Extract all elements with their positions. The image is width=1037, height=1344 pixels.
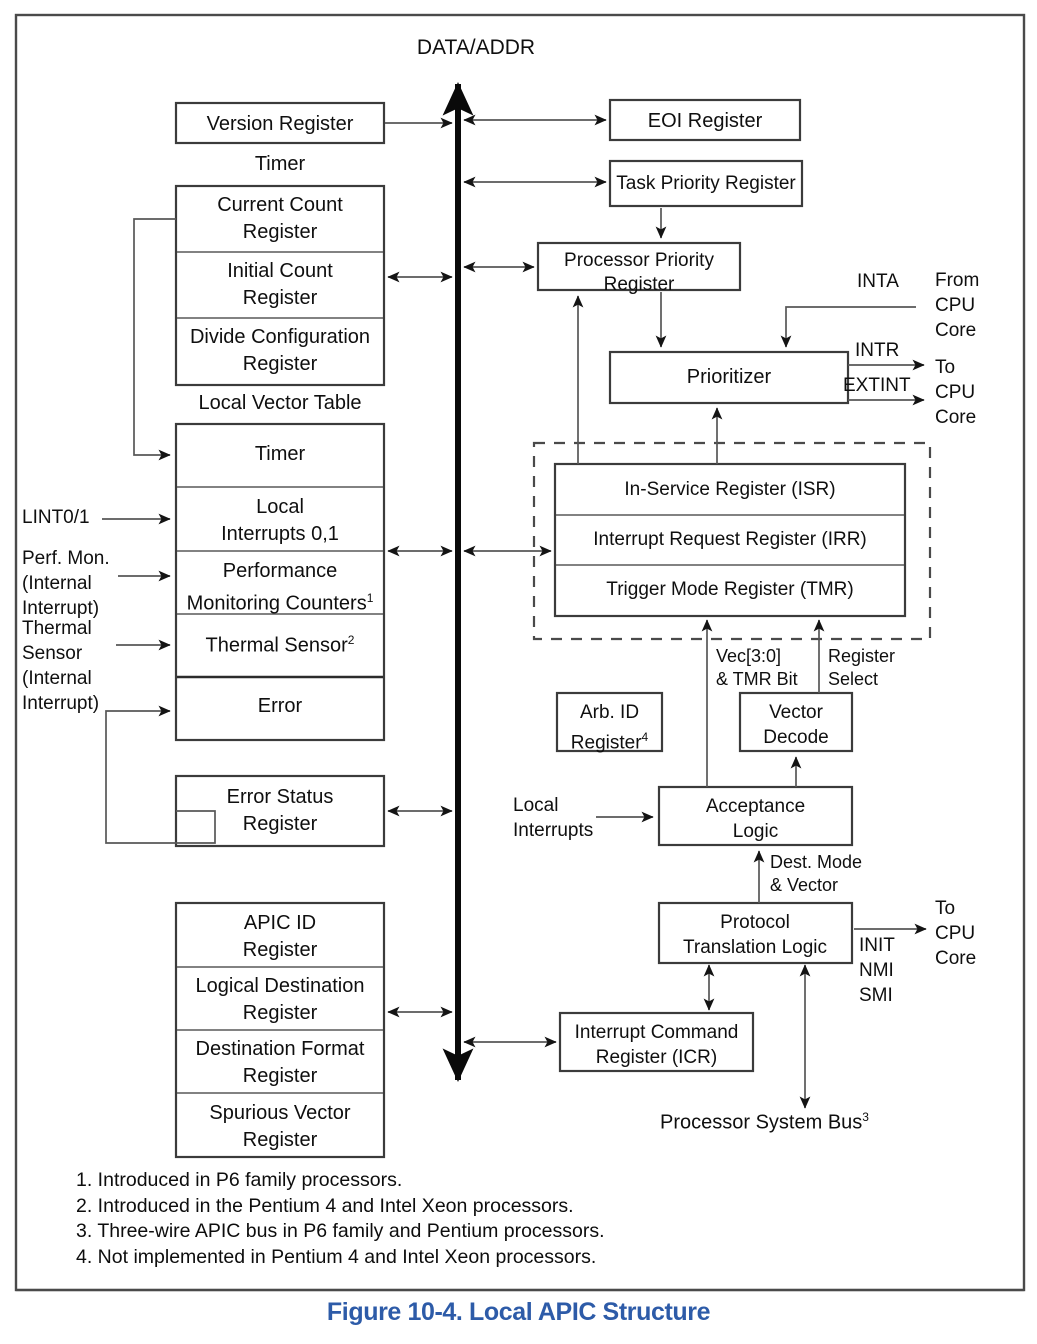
label-isr: In-Service Register (ISR) (624, 479, 836, 500)
footnote-item: 4. Not implemented in Pentium 4 and Inte… (76, 1245, 597, 1268)
label-from-cpu-core: From CPU Core (935, 270, 980, 341)
label-lvt-local-interrupts: Local Interrupts 0,1 (221, 496, 339, 545)
wire-error-feedback (105, 705, 216, 844)
label-lvt-timer: Timer (254, 443, 306, 465)
label-vec-tmr-bit: Vec[3:0] & TMR Bit (716, 646, 798, 689)
label-acceptance-logic: Acceptance Logic (705, 796, 806, 842)
wire-inta-input (780, 306, 916, 348)
label-spurious-vector-register: Spurious Vector Register (209, 1102, 351, 1151)
label-to-cpu-core-top: To CPU Core (935, 357, 977, 428)
label-lvt-thermal-sensor: Thermal Sensor2 (205, 633, 355, 657)
label-divide-configuration-register: Divide Configuration Register (189, 326, 371, 375)
label-destination-format-register: Destination Format Register (195, 1038, 365, 1087)
label-version-register: Version Register (206, 113, 354, 135)
footnote-item: 1. Introduced in P6 family processors. (76, 1169, 403, 1191)
label-dest-mode-vector: Dest. Mode & Vector (770, 852, 863, 895)
box-prioritizer (608, 350, 850, 405)
label-logical-destination-register: Logical Destination Register (195, 975, 365, 1024)
label-irr: Interrupt Request Register (IRR) (593, 529, 867, 550)
box-version-register (174, 101, 386, 145)
label-eoi-register: EOI Register (647, 110, 763, 132)
label-arb-id-register: Arb. ID Register4 (570, 702, 649, 754)
label-protocol-translation-logic: Protocol Translation Logic (683, 912, 827, 958)
box-isr-irr-tmr (553, 462, 907, 618)
label-thermal-sensor-input: Thermal Sensor (Internal Interrupt) (22, 618, 100, 714)
box-vector-decode (738, 691, 854, 753)
label-apic-id-register: APIC ID Register (242, 912, 318, 961)
label-task-priority-register: Task Priority Register (616, 173, 796, 194)
box-timer-group (174, 184, 386, 387)
box-icr (558, 1011, 755, 1073)
label-local-interrupts-input: Local Interrupts (513, 795, 594, 841)
label-vector-decode: Vector Decode (763, 702, 829, 748)
label-lvt-performance-monitoring: Performance Monitoring Counters1 (186, 560, 374, 615)
label-local-vector-table: Local Vector Table (198, 392, 362, 414)
label-lvt-error: Error (257, 695, 303, 717)
footnote-item: 3. Three-wire APIC bus in P6 family and … (76, 1220, 605, 1242)
superscript-2: 2 (347, 633, 355, 647)
label-timer-group: Timer (254, 153, 306, 175)
label-prioritizer: Prioritizer (686, 366, 772, 388)
label-lint01: LINT0/1 (22, 507, 90, 528)
superscript-3: 3 (862, 1110, 869, 1124)
label-inta: INTA (857, 271, 899, 292)
footnote-item: 2. Introduced in the Pentium 4 and Intel… (76, 1194, 574, 1217)
label-perf-mon-input: Perf. Mon. (Internal Interrupt) (22, 548, 110, 619)
label-to-cpu-core-bottom: To CPU Core (935, 898, 977, 969)
label-processor-priority-register: Processor Priority Register (564, 250, 714, 295)
label-register-select: Register Select (828, 646, 896, 689)
label-init-nmi-smi: INIT NMI SMI (859, 935, 895, 1006)
label-icr: Interrupt Command Register (ICR) (574, 1022, 739, 1068)
box-processor-priority-register (536, 241, 742, 292)
box-protocol-translation-logic (657, 901, 854, 965)
label-intr: INTR (855, 340, 900, 361)
box-local-vector-table (174, 422, 386, 742)
label-tmr: Trigger Mode Register (TMR) (606, 579, 854, 600)
label-current-count-register: Current Count Register (217, 194, 343, 243)
footnotes-list: 1. Introduced in P6 family processors. 2… (76, 1168, 876, 1270)
box-arb-id-register (555, 691, 664, 753)
box-task-priority-register (608, 159, 804, 208)
box-acceptance-logic (657, 785, 854, 847)
label-error-status-register: Error Status Register (226, 786, 334, 835)
bus-label: DATA/ADDR (416, 36, 536, 59)
figure-caption: Figure 10-4. Local APIC Structure (326, 1298, 711, 1326)
box-eoi-register (608, 98, 802, 142)
label-initial-count-register: Initial Count Register (227, 260, 333, 309)
superscript-4: 4 (641, 730, 649, 744)
label-extint: EXTINT (843, 375, 911, 396)
superscript-1: 1 (366, 591, 374, 605)
dashed-register-group (532, 441, 932, 641)
wire-timer-feedback (133, 218, 176, 461)
label-processor-system-bus: Processor System Bus3 (660, 1110, 869, 1134)
